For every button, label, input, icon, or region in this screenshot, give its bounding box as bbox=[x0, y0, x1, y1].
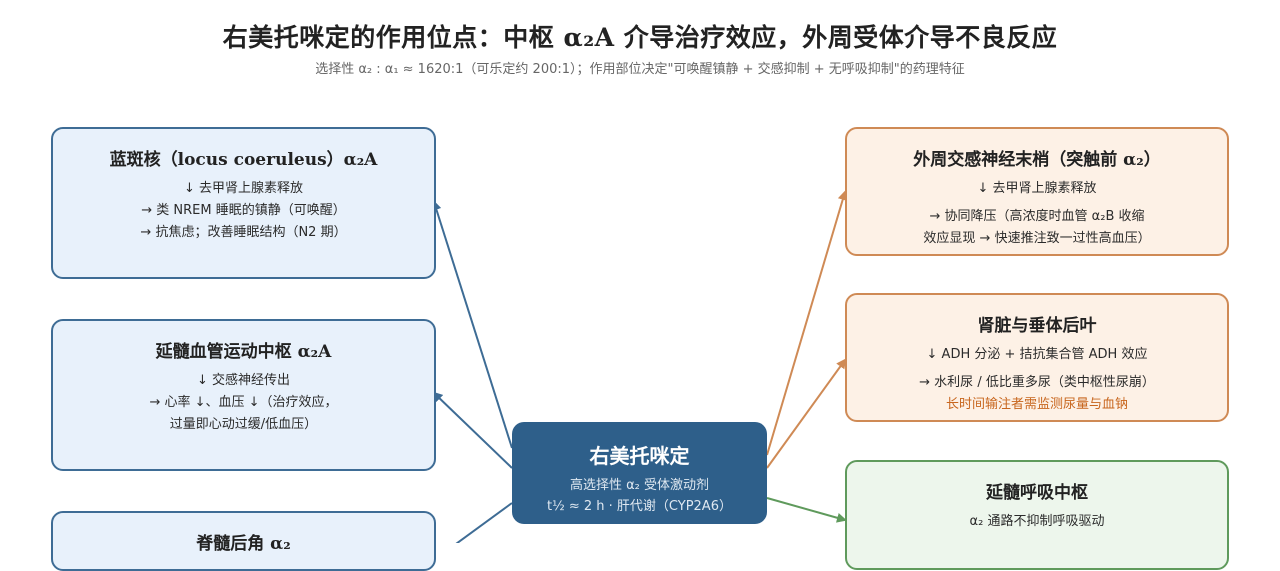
arrow-to-respiratory-center bbox=[766, 497, 847, 523]
box-line: ↓ 交感神经传出 bbox=[196, 373, 291, 388]
box-locus-coeruleus: 蓝斑核（locus coeruleus）α₂A ↓ 去甲肾上腺素释放 → 类 N… bbox=[51, 127, 436, 279]
arrow-to-medulla-vasomotor bbox=[432, 391, 513, 469]
box-medulla-vasomotor: 延髓血管运动中枢 α₂A ↓ 交感神经传出 → 心率 ↓、血压 ↓（治疗效应， … bbox=[51, 319, 436, 471]
box-peripheral-sympathetic: 外周交感神经末梢（突触前 α₂） ↓ 去甲肾上腺素释放 → 协同降压（高浓度时血… bbox=[845, 127, 1229, 256]
box-title: 延髓血管运动中枢 α₂A bbox=[155, 342, 332, 362]
box-respiratory-center: 延髓呼吸中枢 α₂ 通路不抑制呼吸驱动 bbox=[845, 460, 1229, 570]
box-line: α₂ 通路不抑制呼吸驱动 bbox=[969, 514, 1105, 529]
connector-arrows bbox=[431, 190, 848, 543]
center-title: 右美托咪定 bbox=[589, 444, 690, 468]
box-line: ↓ 去甲肾上腺素释放 bbox=[977, 181, 1097, 196]
box-line: ↓ ADH 分泌 + 拮抗集合管 ADH 效应 bbox=[926, 347, 1148, 362]
arrow-to-kidney-pituitary bbox=[766, 358, 847, 469]
arrow-to-locus-coeruleus bbox=[431, 200, 513, 449]
box-line: 效应显现 → 快速推注致一过性高血压） bbox=[923, 231, 1151, 246]
box-title: 延髓呼吸中枢 bbox=[986, 483, 1088, 503]
box-line: → 类 NREM 睡眠的镇静（可唤醒） bbox=[141, 203, 346, 218]
center-node-dexmedetomidine: 右美托咪定 高选择性 α₂ 受体激动剂 t½ ≈ 2 h · 肝代谢（CYP2A… bbox=[512, 422, 767, 524]
center-line: 高选择性 α₂ 受体激动剂 bbox=[569, 478, 710, 493]
box-line: → 水利尿 / 低比重多尿（类中枢性尿崩） bbox=[919, 375, 1155, 390]
box-title: 外周交感神经末梢（突触前 α₂） bbox=[913, 150, 1161, 170]
box-line: 过量即心动过缓/低血压） bbox=[169, 417, 318, 432]
arrow-to-peripheral-sympathetic bbox=[766, 190, 848, 456]
box-title: 肾脏与垂体后叶 bbox=[977, 316, 1097, 336]
box-line: → 心率 ↓、血压 ↓（治疗效应， bbox=[149, 395, 338, 410]
box-spinal-dorsal-horn: 脊髓后角 α₂ bbox=[51, 511, 436, 571]
box-kidney-pituitary: 肾脏与垂体后叶 ↓ ADH 分泌 + 拮抗集合管 ADH 效应 → 水利尿 / … bbox=[845, 293, 1229, 422]
box-title: 蓝斑核（locus coeruleus）α₂A bbox=[109, 150, 378, 170]
box-line: ↓ 去甲肾上腺素释放 bbox=[183, 181, 304, 196]
page-title: 右美托咪定的作用位点：中枢 α₂A 介导治疗效应，外周受体介导不良反应 bbox=[222, 23, 1058, 52]
box-line: → 协同降压（高浓度时血管 α₂B 收缩 bbox=[929, 209, 1145, 224]
monitoring-warning: 长时间输注者需监测尿量与血钠 bbox=[945, 397, 1128, 412]
center-line: t½ ≈ 2 h · 肝代谢（CYP2A6） bbox=[547, 499, 732, 514]
box-title: 脊髓后角 α₂ bbox=[196, 534, 291, 554]
page-subtitle: 选择性 α₂ : α₁ ≈ 1620:1（可乐定约 200:1）；作用部位决定"… bbox=[315, 62, 965, 77]
box-line: → 抗焦虑；改善睡眠结构（N2 期） bbox=[140, 225, 347, 240]
arrow-to-spinal-dorsal-horn bbox=[455, 502, 513, 543]
